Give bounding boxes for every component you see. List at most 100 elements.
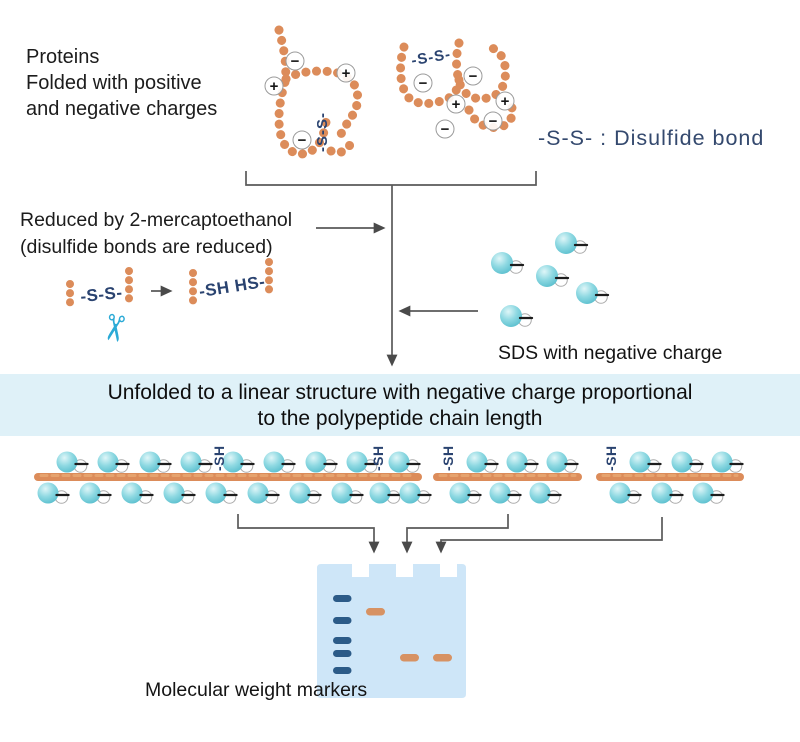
- protein1-left-arm: [274, 25, 331, 159]
- plus-charge-badge: +: [336, 63, 356, 83]
- sds-molecule-icon: [546, 451, 579, 473]
- minus-charge-badge: −: [413, 73, 433, 93]
- sds-molecule-icon: [399, 482, 432, 504]
- svg-text:−: −: [419, 75, 428, 92]
- sds-label: SDS with negative charge: [498, 342, 723, 364]
- sds-molecule-icon: [576, 282, 610, 304]
- sds-molecule-icon: [555, 232, 589, 254]
- ss-label-reduction: -S-S-: [79, 283, 123, 306]
- gel-bands: [333, 595, 452, 674]
- reduced-strands: [66, 258, 273, 312]
- svg-text:+: +: [452, 96, 461, 113]
- sds-molecule-icon: [506, 451, 539, 473]
- svg-text:+: +: [342, 65, 351, 82]
- sds-molecule-icon: [500, 305, 534, 327]
- sds-molecule-icon: [247, 482, 280, 504]
- sh-label: -SH: [440, 445, 456, 471]
- sh-label: -SH: [603, 445, 619, 471]
- funnel-arrow-1: [237, 514, 380, 554]
- svg-text:+: +: [270, 78, 279, 95]
- sds-molecule-icon: [466, 451, 499, 473]
- sh-label-reduction: -SH HS-: [198, 272, 267, 301]
- ss-label-protein1: -S-S-: [314, 112, 331, 152]
- protein1-charges: −++−: [264, 51, 356, 150]
- intro-line-1: Proteins: [26, 46, 100, 68]
- sh-label: -SH: [370, 445, 386, 471]
- svg-text:−: −: [469, 68, 478, 85]
- minus-charge-badge: −: [292, 130, 312, 150]
- sds-molecule-icon: [449, 482, 482, 504]
- reduction-text: Reduced by 2-mercaptoethanol (disulfide …: [20, 207, 292, 260]
- linear-polypeptide-chain: -SH: [433, 445, 582, 504]
- svg-text:+: +: [501, 93, 510, 110]
- intro-line-3: and negative charges: [26, 98, 218, 120]
- marker-band: [333, 650, 352, 657]
- marker-band: [333, 637, 352, 644]
- svg-text:−: −: [489, 113, 498, 130]
- sds-molecule-icon: [651, 482, 684, 504]
- banner-line-2: to the polypeptide chain length: [257, 407, 543, 430]
- electrophoresis-gel: [317, 564, 466, 698]
- sds-molecule-icon: [37, 482, 70, 504]
- sds-molecule-icon: [388, 451, 421, 473]
- sds-molecule-icon: [529, 482, 562, 504]
- sds-molecule-icon: [139, 451, 172, 473]
- sds-molecule-icon: [289, 482, 322, 504]
- sds-molecule-icon: [609, 482, 642, 504]
- sample-band: [366, 608, 385, 616]
- linear-chains: -SH -SH -SH -SH: [34, 445, 744, 504]
- sds-molecule-icon: [121, 482, 154, 504]
- proteins-bracket: [245, 171, 537, 186]
- sh-label: -SH: [211, 445, 227, 471]
- gel-caption: Molecular weight markers: [145, 679, 368, 701]
- svg-text:−: −: [298, 132, 307, 149]
- sds-molecule-icon: [163, 482, 196, 504]
- protein2-charges: −−++−−: [413, 66, 515, 139]
- reduction-line-1: Reduced by 2-mercaptoethanol: [20, 209, 293, 231]
- unfolding-banner: Unfolded to a linear structure with nega…: [0, 374, 800, 436]
- minus-charge-badge: −: [463, 66, 483, 86]
- sds-molecule-icon: [489, 482, 522, 504]
- plus-charge-badge: +: [264, 76, 284, 96]
- proteins-intro-text: Proteins Folded with positive and negati…: [26, 44, 217, 122]
- sds-molecule-icon: [491, 252, 525, 274]
- sds-molecule-icon: [97, 451, 130, 473]
- funnel-arrow-2: [401, 514, 509, 554]
- marker-band: [333, 667, 352, 674]
- folded-protein-2: [396, 38, 517, 132]
- flow-connectors: [151, 171, 663, 554]
- protein2-left-hook: [396, 42, 464, 108]
- sds-molecule-icon: [671, 451, 704, 473]
- sample-band: [400, 654, 419, 662]
- sds-molecule-icon: [629, 451, 662, 473]
- disulfide-legend: -S-S- : Disulfide bond: [538, 126, 765, 150]
- sds-molecule-icon: [180, 451, 213, 473]
- sds-molecule-icon: [711, 451, 744, 473]
- svg-text:−: −: [291, 53, 300, 70]
- sds-molecule-icon: [536, 265, 570, 287]
- protein1-top-arc: [281, 66, 363, 139]
- protein2-bottom-blob: [464, 96, 517, 132]
- sds-molecule-icon: [331, 482, 364, 504]
- banner-line-1: Unfolded to a linear structure with nega…: [107, 381, 693, 404]
- sds-molecule-icon: [305, 451, 338, 473]
- sds-molecule-icon: [369, 482, 402, 504]
- reduction-line-2: (disulfide bonds are reduced): [20, 235, 273, 258]
- marker-band: [333, 617, 352, 624]
- plus-charge-badge: +: [446, 94, 466, 114]
- linear-polypeptide-chain: -SH: [596, 445, 744, 504]
- sds-molecule-icon: [346, 451, 379, 473]
- sds-molecule-icon: [692, 482, 725, 504]
- folded-protein-1: [274, 25, 363, 159]
- minus-charge-badge: −: [483, 111, 503, 131]
- sds-molecule-icon: [263, 451, 296, 473]
- svg-text:−: −: [441, 121, 450, 138]
- plus-charge-badge: +: [495, 91, 515, 111]
- protein2-right-loop: [452, 38, 510, 104]
- marker-band: [333, 595, 352, 602]
- linear-polypeptide-chain: -SH -SH: [34, 445, 432, 504]
- sds-molecule-icon: [222, 451, 255, 473]
- sds-molecule-icon: [56, 451, 89, 473]
